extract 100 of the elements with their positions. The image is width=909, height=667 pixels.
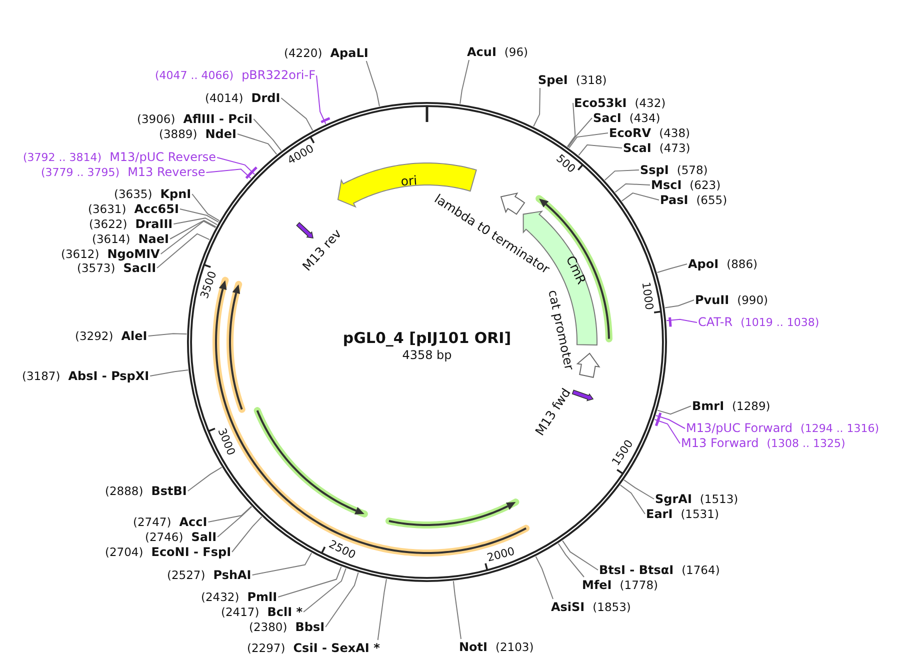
feature-label: ori	[400, 174, 418, 188]
leader-line	[377, 578, 387, 640]
leader-line	[253, 118, 282, 152]
leader-line	[160, 220, 216, 254]
cut-site-label: (3573) SacII	[77, 260, 156, 276]
cut-site-label: BmrI (1289)	[692, 398, 770, 414]
leader-line	[452, 580, 462, 640]
cut-site-label: (2527) PshAI	[167, 567, 252, 583]
cut-site-label: NotI (2103)	[459, 639, 534, 655]
coordinate-label: 2500	[326, 538, 358, 562]
leader-line	[316, 75, 326, 124]
cut-site-label: PvuII (990)	[695, 292, 768, 308]
leader-line	[666, 318, 698, 323]
coordinate-label: 3500	[199, 269, 220, 300]
primer-label: CAT-R (1019 .. 1038)	[698, 314, 820, 331]
cut-site-label: (3292) AleI	[75, 328, 148, 344]
feature-label: CmR	[564, 254, 588, 286]
leader-line	[325, 572, 359, 628]
leader-line	[654, 419, 680, 444]
leader-line	[568, 132, 608, 148]
leader-line	[278, 566, 342, 598]
cut-site-label: (2746) SalI	[145, 529, 217, 545]
leader-line	[232, 516, 262, 552]
cut-site-label: (3622) DraIII	[89, 216, 173, 232]
leader-line	[237, 134, 278, 155]
coordinate-label: 500	[553, 152, 577, 176]
cut-site-label: EarI (1531)	[646, 506, 719, 522]
leader-line	[657, 406, 692, 415]
leader-line	[578, 144, 622, 156]
cut-site-label: PasI (655)	[660, 192, 728, 208]
cut-site-label: (2297) CsiI - SexAI *	[247, 640, 380, 656]
leader-line	[656, 264, 688, 273]
leader-line	[535, 556, 554, 600]
leader-line	[562, 540, 598, 570]
primer-label: M13 Forward (1308 .. 1325)	[681, 435, 846, 452]
leader-line	[614, 183, 650, 193]
cut-site-label: (2888) BstBI	[105, 483, 187, 499]
cut-site-label: (2380) BbsI	[249, 619, 325, 635]
primer-marker	[532, 386, 594, 438]
cut-site-label: SacI (434)	[593, 110, 660, 126]
leader-line	[208, 506, 252, 522]
leader-line	[170, 220, 216, 240]
cut-site-label: Eco53kI (432)	[574, 95, 666, 111]
cut-site-label: BtsI - BtsαI (1764)	[599, 562, 720, 578]
leader-line	[366, 60, 380, 107]
leader-line	[655, 415, 686, 429]
cut-site-label: (3612) NgoMIV	[61, 246, 160, 262]
leader-line	[568, 118, 592, 148]
leader-line	[620, 484, 646, 514]
leader-line	[303, 568, 346, 612]
coordinate-label: 4000	[286, 143, 317, 168]
cut-site-label: (3631) Acc65I	[88, 201, 179, 217]
leader-line	[179, 208, 219, 223]
cut-site-label: ApoI (886)	[688, 256, 758, 272]
leader-line	[173, 218, 218, 226]
cut-site-label: (2417) BclI *	[221, 604, 303, 620]
cut-site-label: SspI (578)	[640, 162, 708, 178]
plasmid-size: 4358 bp	[402, 348, 452, 362]
leader-line	[156, 233, 210, 268]
primer-label: (4047 .. 4066) pBR322ori-F	[155, 67, 316, 84]
leader-line	[621, 192, 660, 202]
primer-label: (3779 .. 3795) M13 Reverse	[41, 164, 206, 181]
leader-line	[216, 157, 256, 175]
leader-line	[252, 552, 312, 576]
cut-site-label: EcoRV (438)	[609, 125, 690, 141]
cut-site-label: (3635) KpnI	[114, 186, 192, 202]
cut-site-label: SgrAI (1513)	[655, 491, 738, 507]
coordinate-label: 1000	[640, 282, 656, 311]
primer-label: M13/pUC Forward (1294 .. 1316)	[686, 420, 880, 437]
cut-site-label: SpeI (318)	[538, 72, 607, 88]
leader-line	[187, 466, 222, 492]
leader-line	[664, 300, 694, 308]
leader-line	[566, 102, 576, 148]
cut-site-label: AsiSI (1853)	[551, 599, 631, 615]
coordinate-label: 3000	[214, 427, 237, 458]
cut-site-label: (2432) PmlI	[201, 589, 278, 605]
cut-site-label: (3614) NaeI	[92, 231, 169, 247]
coordinate-label: 2000	[486, 545, 516, 564]
primer-label: (3792 .. 3814) M13/pUC Reverse	[23, 149, 216, 166]
leader-line	[558, 542, 584, 578]
leader-line	[460, 60, 470, 104]
leader-line	[148, 333, 188, 336]
cut-site-label: (4220) ApaLI	[284, 45, 368, 61]
cut-site-label: (4014) DrdI	[205, 90, 280, 106]
leader-line	[624, 479, 654, 500]
leader-line	[604, 170, 640, 181]
cut-site-label: MfeI (1778)	[582, 577, 658, 593]
cut-site-label: (3187) AbsI - PspXI	[22, 368, 150, 384]
cut-site-label: (2747) AccI	[133, 514, 208, 530]
cut-site-label: (3889) NdeI	[159, 126, 236, 142]
leader-line	[192, 194, 220, 222]
cut-site-label: ScaI (473)	[623, 140, 690, 156]
plasmid-name: pGL0_4 [pIJ101 ORI]	[342, 329, 512, 347]
leader-line	[150, 370, 189, 376]
leader-line	[533, 88, 540, 127]
cut-site-label: AcuI (96)	[467, 44, 528, 60]
cut-site-label: (2704) EcoNI - FspI	[105, 544, 232, 560]
leader-line	[217, 506, 252, 538]
cut-site-label: (3906) AflIII - PciI	[137, 111, 253, 127]
leader-line	[206, 168, 252, 179]
